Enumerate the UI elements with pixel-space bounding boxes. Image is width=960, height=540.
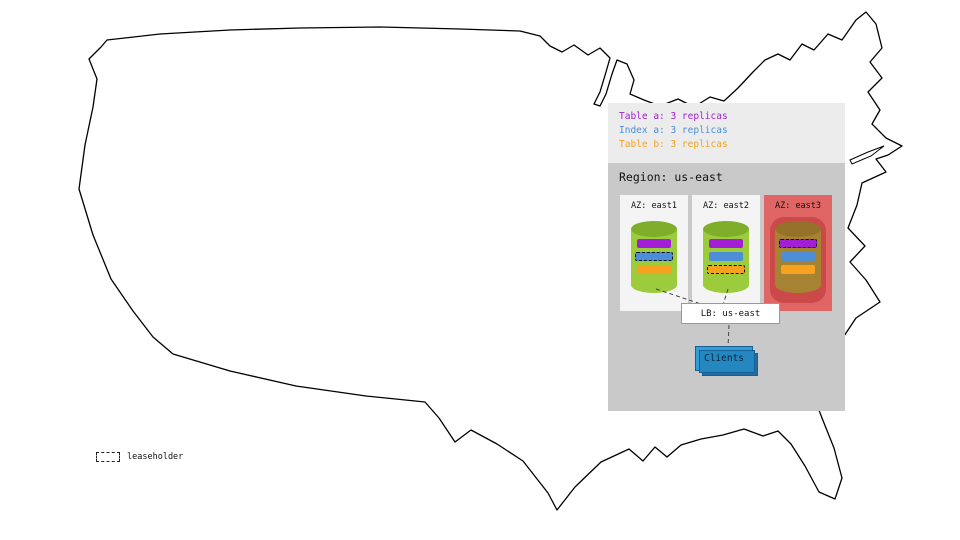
legend-table-a: Table a: 3 replicas	[619, 111, 728, 122]
legend-table-b: Table b: 3 replicas	[619, 139, 728, 150]
replica-bar-table-a	[637, 239, 671, 248]
az-east3-panel: AZ: east3	[764, 195, 832, 311]
replica-bar-table-a	[709, 239, 743, 248]
legend-index-a: Index a: 3 replicas	[619, 125, 728, 136]
replica-bar-index-a	[709, 252, 743, 261]
region-panel: Region: us-east AZ: east1 AZ: east2	[608, 163, 845, 411]
replica-bar-index-a-leaseholder	[635, 252, 673, 261]
replica-bars	[779, 239, 817, 278]
leaseholder-legend-label: leaseholder	[127, 452, 184, 462]
leaseholder-swatch-icon	[96, 452, 120, 462]
region-title: Region: us-east	[619, 170, 723, 184]
replica-bar-table-b	[637, 265, 671, 274]
replica-bar-table-b	[781, 265, 815, 274]
load-balancer-box: LB: us-east	[681, 303, 780, 324]
replica-bar-table-a-leaseholder	[779, 239, 817, 248]
az-east1-label: AZ: east1	[630, 201, 678, 211]
replica-bar-table-b-leaseholder	[707, 265, 745, 274]
replica-bars	[707, 239, 745, 278]
az-east3-label: AZ: east3	[774, 201, 822, 211]
clients-box: Clients	[695, 346, 758, 376]
clients-label: Clients	[703, 353, 745, 364]
replica-legend-panel: Table a: 3 replicas Index a: 3 replicas …	[608, 103, 845, 163]
replica-bars	[635, 239, 673, 278]
az-east2-panel: AZ: east2	[692, 195, 760, 311]
leaseholder-legend: leaseholder	[96, 452, 183, 462]
replica-bar-index-a	[781, 252, 815, 261]
az-east1-panel: AZ: east1	[620, 195, 688, 311]
az-east2-label: AZ: east2	[702, 201, 750, 211]
load-balancer-label: LB: us-east	[700, 308, 761, 319]
